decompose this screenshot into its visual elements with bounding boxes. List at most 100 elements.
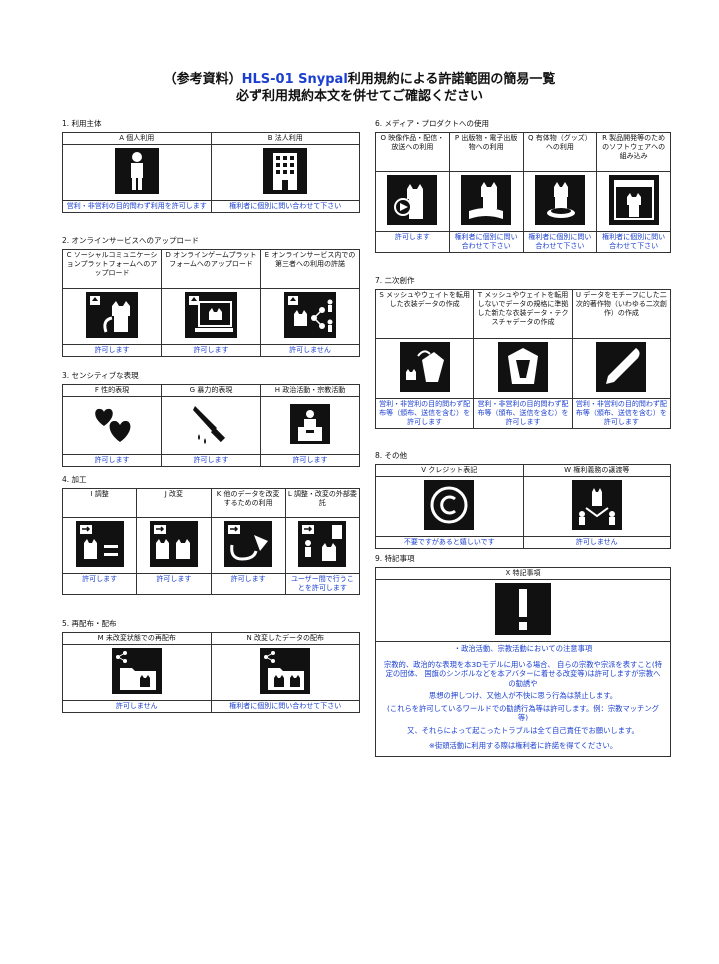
cell-label: Q 有体物（グッズ）への利用 [522, 132, 598, 172]
cell-label: K 他のデータを改変するための利用 [210, 488, 286, 518]
note-line: 又、それらによって起こったトラブルは全て自己責任でお願いします。 [407, 725, 639, 735]
building-icon [263, 148, 308, 194]
cell-label: E オンラインサービス内での第三者への利用の許諾 [260, 249, 360, 289]
cell-label: J 改変 [136, 488, 212, 518]
status-text: 許可します [61, 573, 138, 595]
knife-icon [187, 400, 235, 448]
cell-label: M 未改変状態での再配布 [62, 632, 212, 645]
status-text: 許可します [136, 573, 212, 595]
section-9: 9. 特記事項 X 特記事項 ・政治活動、宗教活動においての注意事項 宗教的、政… [375, 553, 671, 757]
section-heading: 2. オンラインサービスへのアップロード [62, 236, 200, 245]
cell-label: I 調整 [61, 488, 138, 518]
cell-label: C ソーシャルコミュニケーションプラットフォームへのアップロード [62, 249, 162, 289]
section-heading: 3. センシティブな表現 [62, 371, 139, 380]
section-heading: 8. その他 [375, 451, 408, 460]
section-heading: 9. 特記事項 [375, 554, 415, 563]
pen-icon [596, 342, 647, 392]
window-cat-icon [608, 175, 659, 225]
status-text: 許可しません [260, 344, 360, 357]
status-text: 許可しません [62, 700, 212, 713]
hearts-icon [88, 400, 136, 448]
cell-label: L 調整・改変の外部委託 [284, 488, 361, 518]
section-heading: 7. 二次創作 [375, 276, 415, 285]
cell-label: P 出版物・電子出版物への利用 [448, 132, 524, 172]
transfer-icon [571, 480, 622, 530]
section-2: 2. オンラインサービスへのアップロード C ソーシャルコミュニケーションプラッ… [62, 235, 360, 357]
note-line: ・政治活動、宗教活動においての注意事項 [453, 644, 593, 653]
page-subtitle: 必ず利用規約本文を併せてご確認ください [235, 89, 483, 104]
status-text: 許可しません [522, 536, 671, 549]
status-text: 営利・非営利の目的問わず配布等（頒布、送信を含む）を許可します [473, 398, 573, 429]
section-heading: 1. 利用主体 [62, 119, 102, 128]
cell-label: U データをモチーフにした二次的著作物（いわゆる二次創作）の作成 [571, 289, 672, 339]
status-text: 許可します [62, 454, 162, 467]
cell-label: V クレジット表記 [375, 464, 524, 477]
section-heading: 4. 加工 [62, 475, 87, 484]
cell-label: W 権利義務の譲渡等 [522, 464, 671, 477]
outsource-icon [298, 521, 347, 567]
status-text: 営利・非営利の目的問わず利用を許可します [62, 200, 212, 213]
share-folder-icon [111, 648, 162, 694]
status-text: ユーザー間で行うことを許可します [284, 573, 361, 595]
book-cat-icon [461, 175, 512, 225]
share-people-icon [284, 292, 336, 338]
person-icon [114, 148, 159, 194]
cell-label: R 製品開発等のためのソフトウェアへの組み込み [596, 132, 671, 172]
note-line: ※街頭活動に利用する際は権利者に許諾を得てください。 [428, 741, 618, 750]
cell-label: S メッシュやウェイトを転用した衣装データの作成 [374, 289, 475, 339]
page-title: （参考資料）HLS-01 Snypal利用規約による許諾範囲の簡易一覧 [163, 72, 556, 87]
mesh-clothes-icon [399, 342, 450, 392]
status-text: 権利者に個別に問い合わせて下さい [210, 200, 360, 213]
cell-label: D オンラインゲームプラットフォームへのアップロード [161, 249, 261, 289]
note-line: 思想の押しつけ、又他人が不快に思う行為は禁止します。 [428, 691, 618, 700]
status-text: 権利者に個別に問い合わせて下さい [522, 231, 598, 253]
cell-label: G 暴力的表現 [161, 384, 261, 397]
exclamation-icon [495, 583, 551, 635]
note-line: 宗教的、政治的な表現を本3Dモデルに用いる場合、 自らの宗教や宗派を表すこと(特… [383, 659, 663, 688]
status-text: 許可します [260, 454, 360, 467]
note-line: (これらを許可しているワールドでの勧誘行為等は許可します。例：宗教マッチング等) [387, 703, 659, 723]
cell-label: O 映像作品・配信・放送への利用 [375, 132, 450, 172]
cell-label: F 性的表現 [62, 384, 162, 397]
status-text: 権利者に個別に問い合わせて下さい [596, 231, 671, 253]
status-text: 許可します [161, 454, 261, 467]
status-text: 許可します [375, 231, 450, 253]
status-text: 権利者に個別に問い合わせて下さい [210, 700, 360, 713]
status-text: 許可します [62, 344, 162, 357]
section-heading: 5. 再配布・配布 [62, 619, 117, 628]
reuse-icon [224, 521, 273, 567]
status-text: 営利・非営利の目的問わず配布等（頒布、送信を含む）を許可します [571, 398, 672, 429]
upload-cat-icon [86, 292, 138, 338]
video-cat-icon [387, 175, 438, 225]
cell-label: T メッシュやウェイトを転用しないでデータの規格に準拠した新たな衣装データ・テク… [473, 289, 573, 339]
cell-label: B 法人利用 [210, 132, 360, 145]
share-modified-icon [260, 648, 311, 694]
adjust-icon [75, 521, 124, 567]
podium-icon [286, 400, 334, 448]
cell-label: H 政治活動・宗教活動 [260, 384, 360, 397]
cell-label: A 個人利用 [62, 132, 212, 145]
status-text: 営利・非営利の目的問わず配布等（頒布、送信を含む）を許可します [374, 398, 475, 429]
copyright-icon [424, 480, 475, 530]
cell-label: N 改変したデータの配布 [210, 632, 360, 645]
section-heading: 6. メディア・プロダクトへの使用 [375, 119, 490, 128]
status-text: 許可します [161, 344, 261, 357]
modify-icon [149, 521, 198, 567]
status-text: 許可します [210, 573, 286, 595]
cell-label: X 特記事項 [375, 567, 671, 580]
status-text: 不要ですがあると嬉しいです [375, 536, 524, 549]
